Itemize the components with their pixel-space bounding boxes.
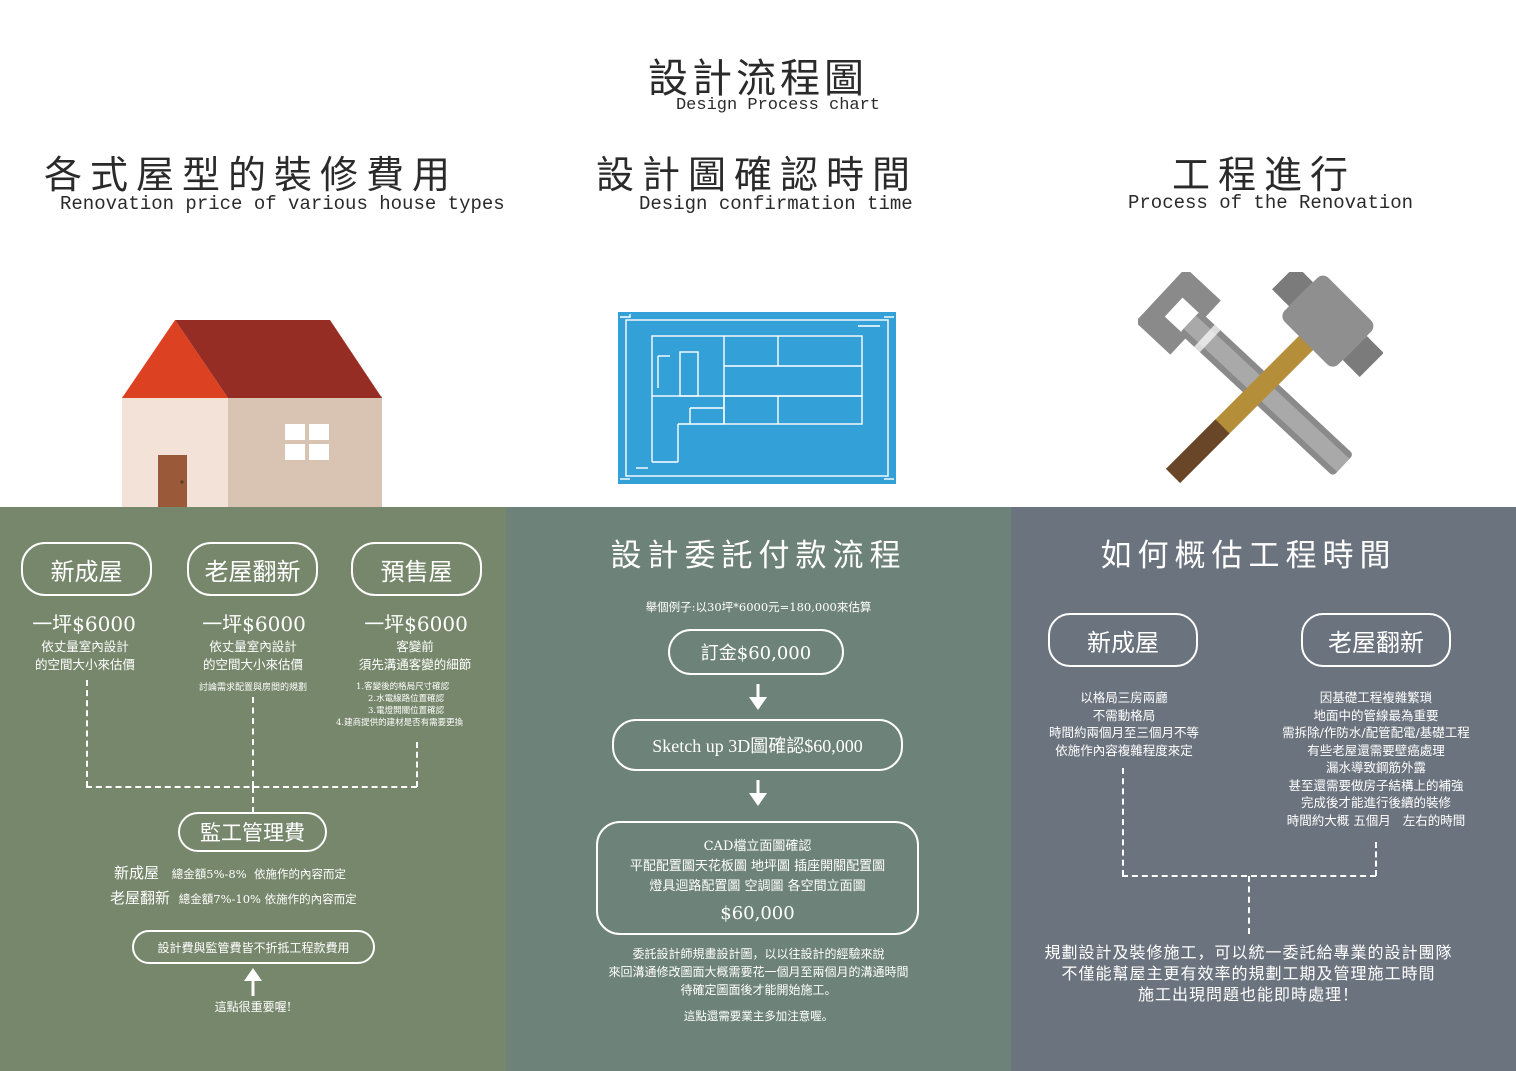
estimate-new-desc: 以格局三房兩廳不需動格局時間約兩個月至三個月不等依施作內容複雜程度來定	[1048, 690, 1199, 758]
payment-example: 舉個例子:以30坪*6000元=180,000來估算	[645, 600, 872, 614]
connector-line	[1122, 768, 1124, 876]
house-type-presale: 預售屋	[351, 542, 482, 596]
supervision-row-new: 新成屋 總金額5%-8% 依施作的內容而定	[114, 864, 346, 882]
supervision-fee-label: 監工管理費	[178, 812, 327, 852]
price-presale: 一坪$6000	[364, 612, 468, 636]
price-new: 一坪$6000	[32, 612, 136, 636]
estimate-old-house: 老屋翻新	[1301, 613, 1451, 667]
hammer-wrench-icon	[1138, 272, 1383, 484]
desc-presale: 客變前須先溝通客變的細節	[358, 639, 472, 672]
column-subtitle-process: Process of the Renovation	[1128, 192, 1414, 214]
house-icon	[122, 320, 382, 508]
column-title-price: 各式屋型的裝修費用	[44, 153, 459, 197]
house-type-new: 新成屋	[21, 542, 152, 596]
estimate-old-desc: 因基礎工程複雜繁瑣地面中的管線最為重要需拆除/作防水/配管配電/基礎工程有些老屋…	[1282, 690, 1470, 828]
payment-step-deposit: 訂金$60,000	[668, 629, 844, 675]
arrow-down-icon	[749, 684, 767, 710]
payment-note: 這點還需要業主多加注意喔。	[683, 1009, 834, 1023]
column-title-design: 設計圖確認時間	[596, 153, 919, 197]
column-subtitle-price: Renovation price of various house types	[60, 193, 505, 215]
column-title-process: 工程進行	[1172, 153, 1357, 197]
desc-new: 依丈量室內設計的空間大小來估價	[34, 639, 135, 672]
column-subtitle-design: Design confirmation time	[639, 193, 913, 215]
connector-line	[1248, 876, 1250, 934]
price-old: 一坪$6000	[202, 612, 306, 636]
payment-step-cad: CAD檔立面圖確認 平配配置圖天花板圖 地坪圖 插座開關配置圖 燈具迴路配置圖 …	[596, 821, 919, 935]
important-note: 這點很重要喔!	[214, 1000, 292, 1014]
house-type-old: 老屋翻新	[187, 542, 318, 596]
payment-step-sketchup: Sketch up 3D圖確認$60,000	[612, 719, 903, 771]
connector-line	[1375, 842, 1377, 876]
blueprint-icon	[618, 312, 896, 484]
presale-checklist: 1.客變後的格局尺寸確認 2.水電線路位置確認 3.電燈開關位置確認 4.建商提…	[336, 682, 464, 728]
arrow-down-icon	[749, 780, 767, 806]
connector-line	[86, 680, 88, 787]
connector-line	[252, 697, 254, 787]
connector-line	[252, 787, 254, 813]
estimate-new-house: 新成屋	[1048, 613, 1198, 667]
desc-old: 依丈量室內設計的空間大小來估價	[202, 639, 303, 672]
connector-line	[416, 742, 418, 787]
note-old: 討論需求配置與房間的規劃	[198, 683, 307, 693]
page-title: 設計流程圖	[648, 56, 868, 102]
fee-notice: 設計費與監管費皆不折抵工程款費用	[132, 930, 375, 964]
page-subtitle: Design Process chart	[675, 96, 881, 115]
panel-construction-time	[1011, 507, 1516, 1071]
payment-flow-title: 設計委託付款流程	[610, 538, 907, 574]
construction-time-title: 如何概估工程時間	[1100, 538, 1397, 574]
connector-line	[86, 786, 417, 788]
arrow-up-icon	[244, 968, 262, 996]
construction-conclusion: 規劃設計及裝修施工，可以統一委託給專業的設計團隊不僅能幫屋主更有效率的規劃工期及…	[1044, 943, 1453, 1004]
supervision-row-old: 老屋翻新 總金額7%-10% 依施作的內容而定	[110, 889, 357, 907]
payment-description: 委託設計師規畫設計圖，以以往設計的經驗來說來回溝通修改圖面大概需要花一個月至兩個…	[608, 947, 909, 997]
